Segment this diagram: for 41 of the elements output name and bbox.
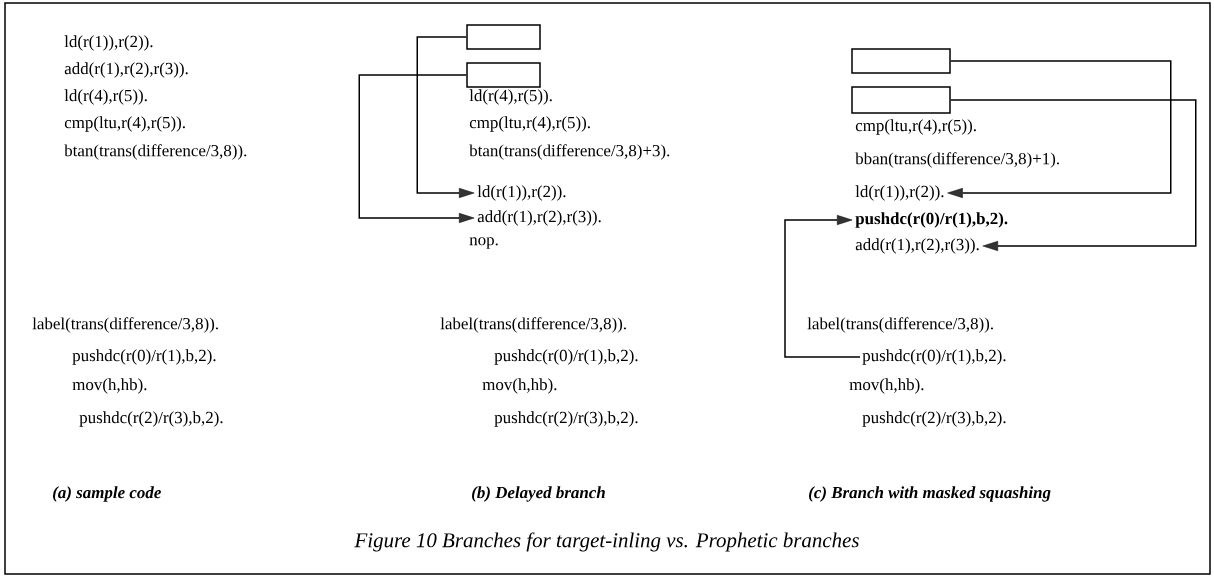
code-line: pushdc(r(2)/r(3),b,2). <box>494 411 638 427</box>
code-line: label(trans(difference/3,8)). <box>440 317 626 333</box>
code-line: pushdc(r(0)/r(1),b,2). <box>855 212 1008 228</box>
arrow <box>416 36 475 198</box>
code-line: cmp(ltu,r(4),r(5)). <box>64 116 185 132</box>
empty-slot-box <box>851 86 951 114</box>
code-line: cmp(ltu,r(4),r(5)). <box>469 116 590 132</box>
empty-slot-box <box>466 24 541 50</box>
code-line: pushdc(r(2)/r(3),b,2). <box>79 411 223 427</box>
code-line: pushdc(r(2)/r(3),b,2). <box>862 411 1006 427</box>
empty-slot-box <box>466 62 541 88</box>
code-line: label(trans(difference/3,8)). <box>807 317 993 333</box>
code-line: cmp(ltu,r(4),r(5)). <box>855 119 976 135</box>
code-line: add(r(1),r(2),r(3)). <box>477 210 601 226</box>
arrow <box>784 215 861 358</box>
code-line: ld(r(1)),r(2)). <box>855 185 944 201</box>
arrow <box>950 99 1197 251</box>
code-line: bban(trans(difference/3,8)+1). <box>855 152 1059 168</box>
code-line: ld(r(1)),r(2)). <box>477 185 566 201</box>
code-line: pushdc(r(0)/r(1),b,2). <box>494 349 638 365</box>
subfigure-caption: (b) Delayed branch <box>472 486 605 502</box>
code-line: add(r(1),r(2),r(3)). <box>855 238 979 254</box>
code-line: mov(h,hb). <box>849 378 924 394</box>
subfigure-caption: (a) sample code <box>53 486 161 502</box>
code-line: btan(trans(difference/3,8)+3). <box>469 144 670 160</box>
code-line: mov(h,hb). <box>72 378 147 394</box>
arrow <box>358 74 475 223</box>
code-line: pushdc(r(0)/r(1),b,2). <box>72 349 216 365</box>
code-line: pushdc(r(0)/r(1),b,2). <box>862 349 1006 365</box>
figure-caption: Figure 10 Branches for target-inling vs. Prophetic branches <box>354 532 859 552</box>
empty-slot-box <box>851 48 951 74</box>
code-line: add(r(1),r(2),r(3)). <box>64 62 188 78</box>
subfigure-caption: (c) Branch with masked squashing <box>809 486 1051 502</box>
code-line: nop. <box>469 237 498 249</box>
code-line: label(trans(difference/3,8)). <box>32 317 218 333</box>
code-line: mov(h,hb). <box>482 378 557 394</box>
code-line: ld(r(1)),r(2)). <box>64 35 153 51</box>
arrow <box>947 60 1172 198</box>
code-line: btan(trans(difference/3,8)). <box>64 144 247 160</box>
code-line: ld(r(4),r(5)). <box>469 89 552 105</box>
code-line: ld(r(4),r(5)). <box>64 89 147 105</box>
